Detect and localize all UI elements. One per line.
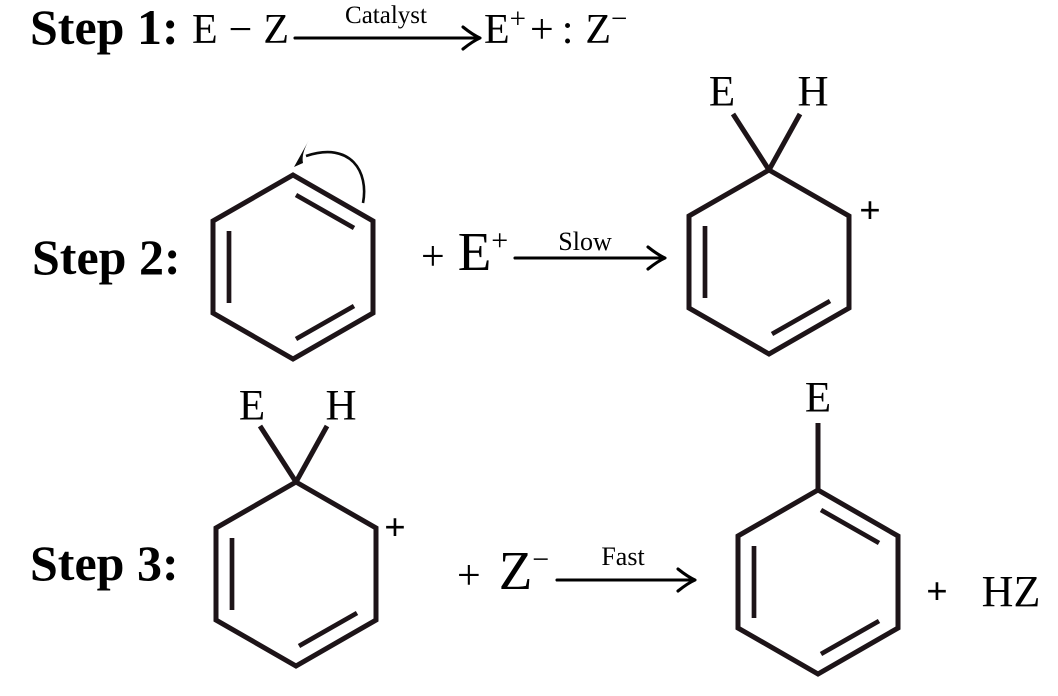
slow-label: Slow [558,227,612,256]
benzene-hexagon [735,487,901,677]
step2-electrophile-term: +E+ [421,224,508,279]
double-bond-bottom-right [770,298,832,337]
z-minus-charge: − [611,3,628,35]
arenium-e-label: E [708,68,736,116]
z-minus-charge: − [532,543,550,576]
plus-sign: + [421,234,445,280]
product-benzene-ring [735,423,901,677]
electron-arrow-head [294,140,309,167]
reaction-arrow-2 [513,245,667,271]
arenium-ion [686,112,852,357]
electrophile-e: E [457,221,492,282]
reaction-arrow-1 [293,25,482,51]
product-z: Z [585,7,612,53]
product-e-label: E [804,374,832,422]
step3-label: Step 3: [30,535,179,591]
lone-pair-colon: : [561,7,574,53]
fast-label: Fast [601,542,645,571]
reaction-arrow-3 [555,567,697,593]
benzene-ring [210,140,376,362]
catalyst-label: Catalyst [345,2,427,29]
plus-sign: + [530,7,554,53]
arenium-h-label-2: H [325,382,357,430]
arrow-head [676,567,697,593]
double-bond-top-right [294,192,356,231]
positive-charge-2: + [384,507,406,549]
electron-pair-arrow [305,150,366,204]
bond-to-h [293,424,330,484]
byproduct-hz: HZ [981,567,1041,616]
product-e: E [484,7,510,53]
arenium-hexagon [686,167,852,357]
e-plus-charge: + [491,224,509,257]
double-bond-bottom-right [294,303,356,342]
arenium-ion-2 [213,424,379,669]
bond-to-e [730,112,772,172]
benzene-hexagon [210,172,376,362]
arenium-hexagon [213,479,379,669]
nucleophile-z: Z [498,540,533,601]
plus-sign: + [457,553,481,599]
double-bond-top-right [819,507,881,546]
bond-to-h [766,112,803,172]
step3-nucleophile-term: + Z− [457,543,549,598]
arenium-h-label: H [797,68,829,116]
step1-reactant: E−Z [192,9,289,51]
reactant-e: E [192,7,218,53]
arenium-e-label-2: E [238,382,266,430]
step1-products: E++:Z− [484,5,627,53]
arrow-head [646,245,667,271]
plus-sign-byproduct: + [926,571,948,613]
step1-label: Step 1: [30,0,179,55]
single-bond-dash: − [228,7,253,53]
bond-to-e [257,424,299,484]
e-plus-charge: + [509,3,527,35]
arrow-head [461,25,482,51]
double-bond-bottom-right [819,618,881,657]
step2-label: Step 2: [32,229,181,285]
positive-charge: + [859,190,881,232]
double-bond-bottom-right [297,610,359,649]
reactant-z: Z [263,7,289,53]
